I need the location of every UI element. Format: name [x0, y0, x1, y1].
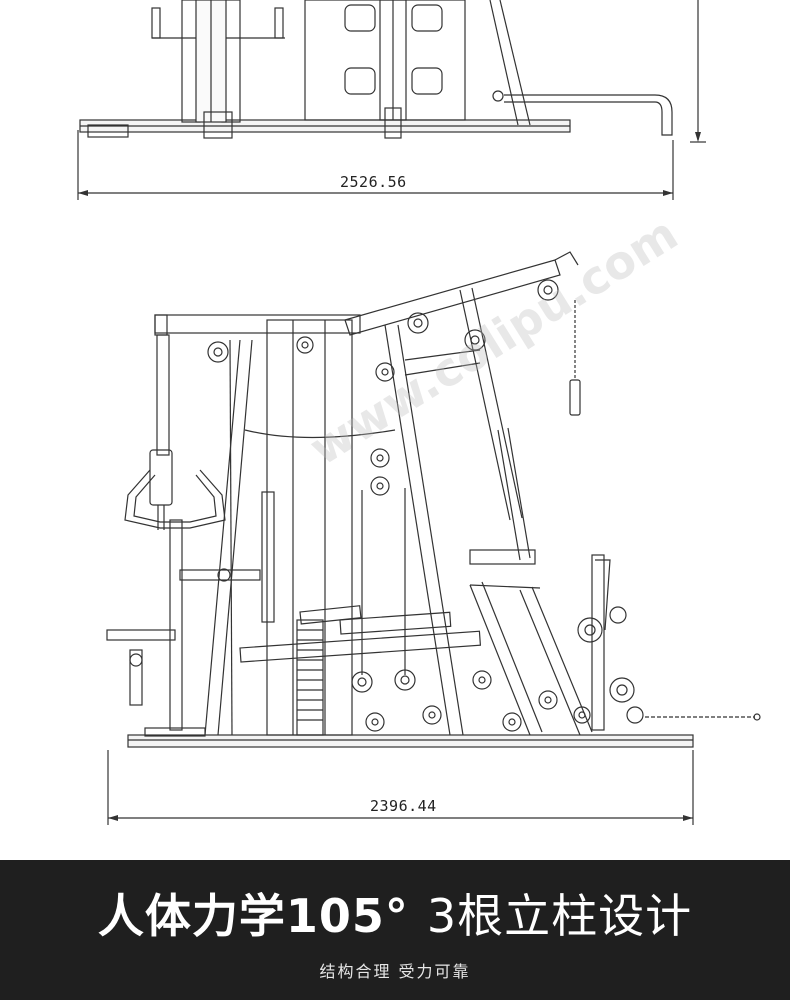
banner-title-bold: 人体力学105°: [97, 889, 409, 943]
side-view-drawing: [106, 251, 761, 825]
banner-title: 人体力学105° 3根立柱设计: [0, 880, 790, 946]
banner-title-light: 3根立柱设计: [426, 889, 693, 943]
banner-subtitle: 结构合理 受力可靠: [319, 962, 471, 981]
top-dimension-label: 2526.56: [340, 173, 407, 191]
top-view-drawing: [77, 0, 706, 200]
feature-banner: 人体力学105° 3根立柱设计 结构合理 受力可靠: [0, 860, 790, 1000]
side-dimension-label: 2396.44: [370, 797, 437, 815]
